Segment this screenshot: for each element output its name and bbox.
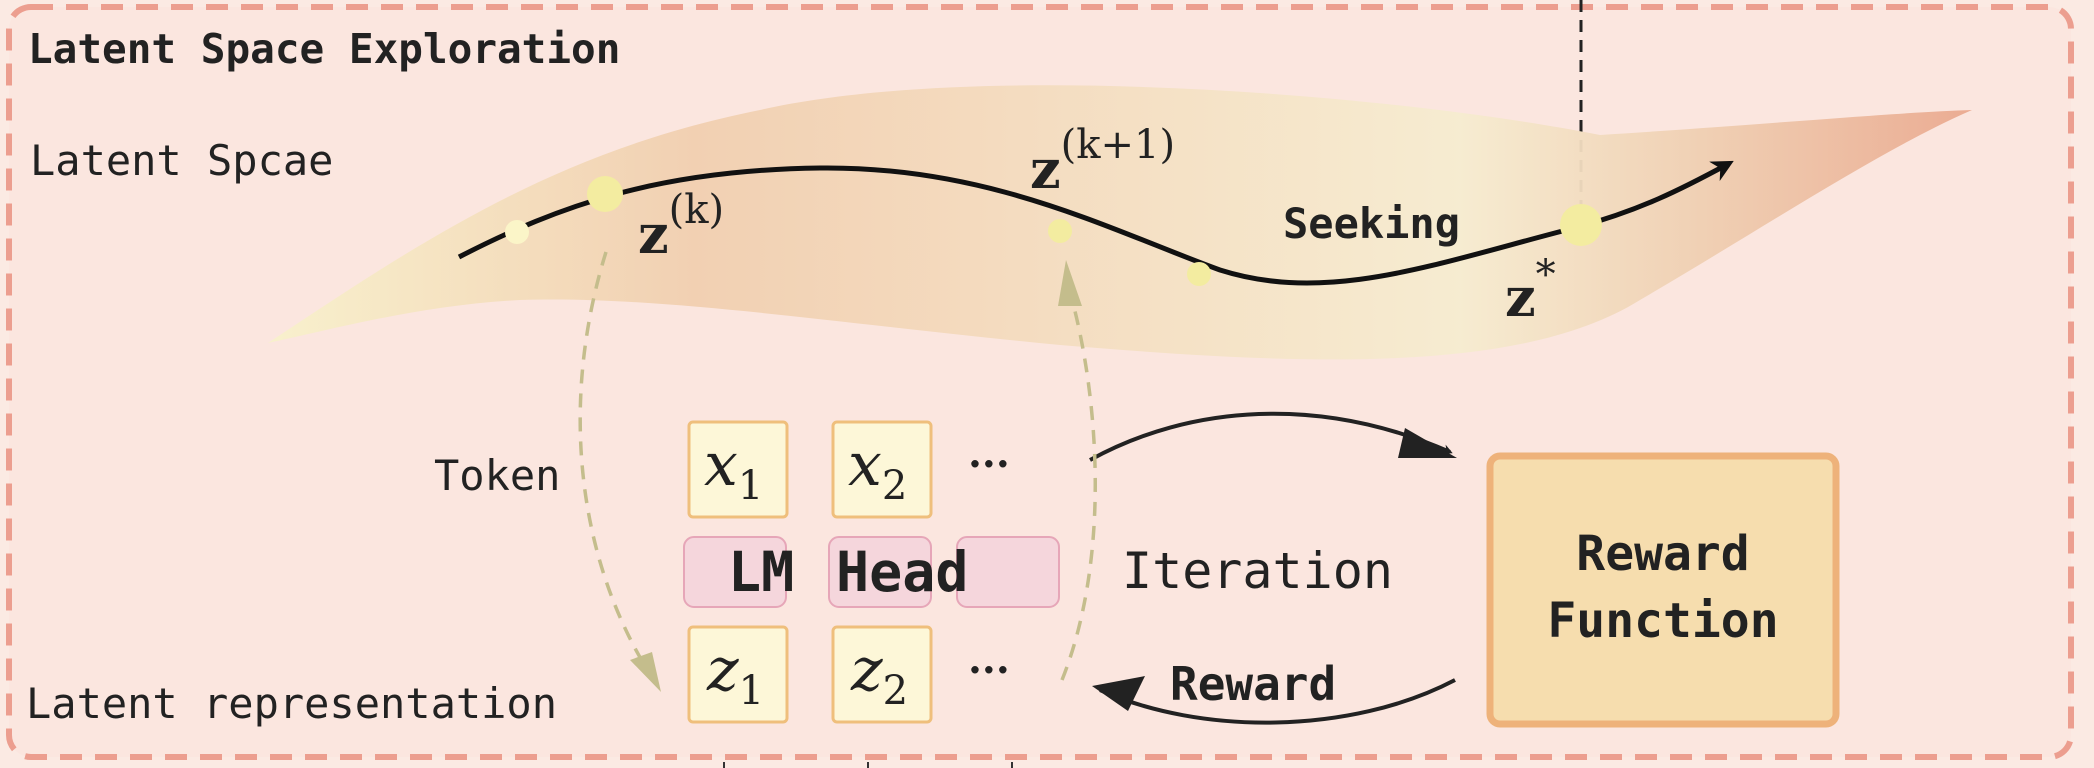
token-x1: x1	[704, 430, 763, 509]
dashed-arrow-up	[1060, 291, 1097, 681]
point-zk	[587, 176, 623, 212]
latent-box-z1	[687, 625, 789, 724]
latent-z1: z1	[706, 635, 764, 714]
latent-space-label: Latent Spcae	[30, 136, 333, 185]
reward-label: Reward	[1170, 657, 1336, 711]
point-small-1	[505, 220, 529, 244]
latent-space-ribbon	[268, 85, 1972, 360]
reward-function-box	[1486, 452, 1840, 728]
token-box-x1	[687, 420, 789, 519]
dashed-arrow-down-head	[630, 652, 661, 692]
latent-representation-label: Latent representation	[26, 679, 557, 728]
label-zstar: z*	[1505, 252, 1556, 329]
token-ellipsis: ···	[968, 441, 1010, 488]
point-zk1	[1048, 219, 1072, 243]
point-small-2	[1187, 262, 1211, 286]
lm-head-label-lm: LM	[728, 540, 794, 604]
iteration-label: Iteration	[1122, 542, 1393, 600]
arrow-to-reward	[1089, 411, 1453, 462]
arrow-to-reward-head	[1398, 428, 1457, 458]
token-box-x2	[831, 420, 933, 519]
label-zk1: z(k+1)	[1030, 122, 1175, 201]
point-zstar	[1560, 204, 1602, 246]
dashed-arrow-up-head	[1058, 260, 1082, 306]
token-x2: x2	[848, 430, 907, 509]
arrow-reward-back	[1099, 678, 1456, 725]
lm-head-box-2	[828, 536, 932, 608]
lm-head-box-1	[683, 536, 787, 608]
lm-head-box-3	[956, 536, 1060, 608]
dashed-arrow-down	[578, 251, 657, 683]
arrow-reward-back-head	[1092, 676, 1145, 711]
reward-function-line1: Reward	[1576, 526, 1749, 582]
latent-ellipsis: ···	[968, 647, 1010, 694]
label-zk: z(k)	[638, 187, 724, 266]
latent-z2: z2	[850, 635, 908, 714]
token-label: Token	[434, 451, 560, 500]
seeking-label: Seeking	[1283, 199, 1460, 248]
lm-head-label-head: Head	[836, 540, 968, 604]
latent-box-z2	[831, 625, 933, 724]
panel-title: Latent Space Exploration	[28, 25, 620, 73]
reward-function-line2: Function	[1547, 593, 1778, 649]
